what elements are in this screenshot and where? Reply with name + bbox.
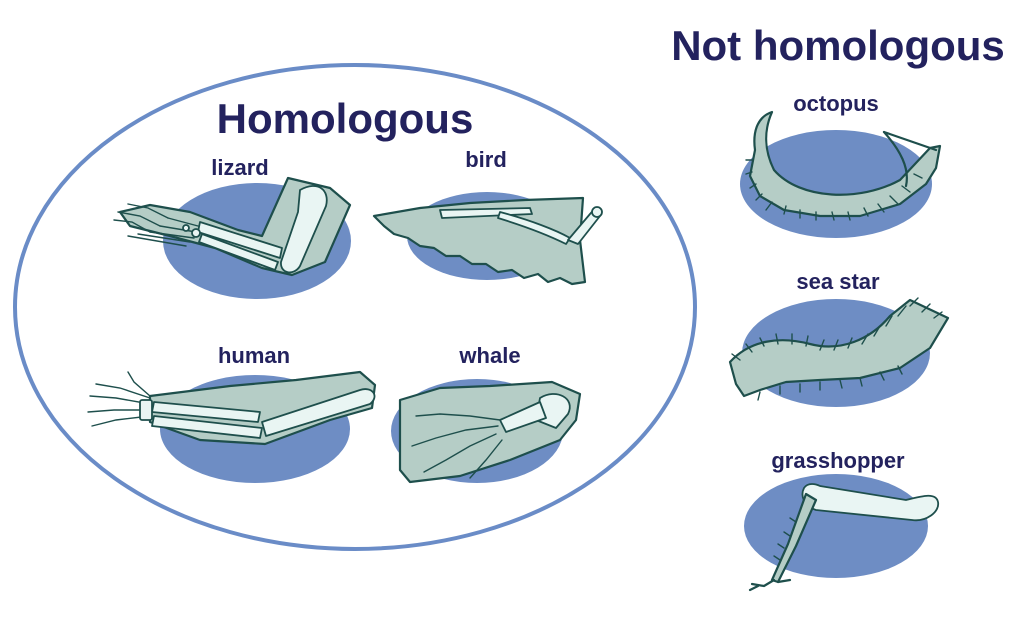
- homologous-heading: Homologous: [217, 95, 474, 142]
- grasshopper-label: grasshopper: [771, 448, 905, 473]
- human-label: human: [218, 343, 290, 368]
- lizard-label: lizard: [211, 155, 268, 180]
- bird-label: bird: [465, 147, 507, 172]
- octopus-label: octopus: [793, 91, 879, 116]
- not-homologous-heading: Not homologous: [671, 22, 1005, 69]
- whale-label: whale: [458, 343, 520, 368]
- sea-star-label: sea star: [796, 269, 880, 294]
- whale-flipper-illustration: [400, 382, 580, 482]
